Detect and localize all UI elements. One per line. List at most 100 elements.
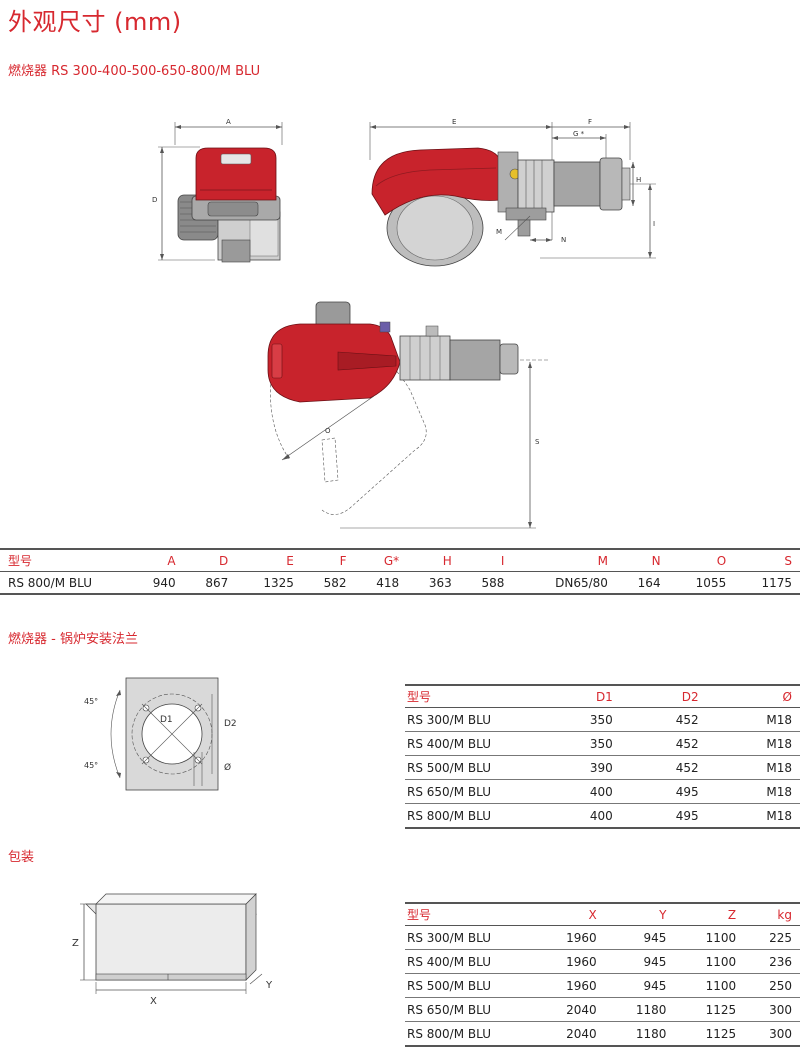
dim-label-d: D xyxy=(152,196,157,204)
cell: 1180 xyxy=(604,997,675,1022)
cell: 250 xyxy=(744,973,800,998)
cell: 452 xyxy=(620,707,707,732)
col-s: S xyxy=(734,548,800,572)
cell: 400 xyxy=(535,803,621,829)
page-title: 外观尺寸 (mm) xyxy=(8,8,182,36)
dim-label-a: A xyxy=(226,118,231,126)
dimensions-table-header: 型号 A D E F G* H I M N O S xyxy=(0,548,800,572)
cell: 1125 xyxy=(674,1021,745,1047)
cell: 495 xyxy=(620,779,707,804)
cell: 945 xyxy=(604,949,675,974)
cell: RS 800/M BLU xyxy=(405,803,535,829)
cell: M18 xyxy=(706,755,800,780)
cell: 363 xyxy=(407,571,460,595)
dimensions-table: 型号 A D E F G* H I M N O S RS 800/M BLU 9… xyxy=(0,548,800,595)
flange-section-title: 燃烧器 - 锅炉安装法兰 xyxy=(8,632,138,647)
pack-label-y: Y xyxy=(265,980,273,991)
cell: 1100 xyxy=(674,925,745,950)
cell: 940 xyxy=(131,571,184,595)
dim-label-f: F xyxy=(588,118,592,126)
cell: 225 xyxy=(744,925,800,950)
dim-label-n: N xyxy=(561,236,566,244)
cell: RS 500/M BLU xyxy=(405,755,535,780)
cell: 945 xyxy=(604,925,675,950)
cell: 236 xyxy=(744,949,800,974)
col-d: D xyxy=(183,548,237,572)
pack-label-z: Z xyxy=(72,938,79,949)
dim-label-s: S xyxy=(535,438,540,446)
cell: M18 xyxy=(706,779,800,804)
cell: 588 xyxy=(459,571,513,595)
col-x: X xyxy=(535,902,605,926)
cell: RS 650/M BLU xyxy=(405,779,535,804)
col-i: I xyxy=(459,548,513,572)
cell: RS 650/M BLU xyxy=(405,997,535,1022)
cell: 418 xyxy=(354,571,408,595)
pack-label-x: X xyxy=(150,996,157,1007)
flange-angle-bottom: 45° xyxy=(84,761,98,770)
col-y: Y xyxy=(604,902,675,926)
cell: 390 xyxy=(535,755,621,780)
cell: 1100 xyxy=(674,973,745,998)
flange-angle-top: 45° xyxy=(84,697,98,706)
col-m: M xyxy=(512,548,616,572)
flange-label-d2: D2 xyxy=(224,719,237,729)
cell: 300 xyxy=(744,1021,800,1047)
cell: 1960 xyxy=(535,973,605,998)
flange-label-d1: D1 xyxy=(160,715,173,725)
dim-label-m: M xyxy=(496,228,502,236)
cell: DN65/80 xyxy=(512,571,616,595)
cell: 452 xyxy=(620,731,707,756)
packaging-diagram: Z X Y xyxy=(72,893,273,1007)
flange-diagram: 45° 45° D1 D2 Ø xyxy=(84,677,237,791)
dim-label-o: O xyxy=(325,427,331,435)
cell: 400 xyxy=(535,779,621,804)
col-g: G* xyxy=(354,548,408,572)
cell: 495 xyxy=(620,803,707,829)
cell: RS 300/M BLU xyxy=(405,707,535,732)
burner-side-view: E F G * H xyxy=(369,118,656,267)
col-kg: kg xyxy=(744,902,800,926)
col-e: E xyxy=(236,548,302,572)
cell: 1125 xyxy=(674,997,745,1022)
cell: RS 400/M BLU xyxy=(405,949,535,974)
burner-front-view: A D xyxy=(152,118,283,263)
cell: RS 800/M BLU xyxy=(0,571,131,595)
dim-label-h: H xyxy=(636,176,641,184)
cell: 452 xyxy=(620,755,707,780)
col-z: Z xyxy=(674,902,745,926)
cell: 2040 xyxy=(535,1021,605,1047)
col-d2: D2 xyxy=(620,684,707,708)
cell: RS 800/M BLU xyxy=(405,1021,535,1047)
flange-label-phi: Ø xyxy=(224,762,231,773)
cell: M18 xyxy=(706,803,800,829)
cell: RS 300/M BLU xyxy=(405,925,535,950)
cell: 945 xyxy=(604,973,675,998)
col-a: A xyxy=(131,548,184,572)
col-f: F xyxy=(301,548,355,572)
packaging-table-header: 型号 X Y Z kg xyxy=(405,902,800,926)
cell: 1325 xyxy=(236,571,302,595)
cell: 1960 xyxy=(535,925,605,950)
burner-top-view: O S xyxy=(267,301,548,529)
dim-label-g: G * xyxy=(573,130,585,138)
cell: M18 xyxy=(706,707,800,732)
cell: 1180 xyxy=(604,1021,675,1047)
col-h: H xyxy=(407,548,460,572)
col-model: 型号 xyxy=(405,902,535,926)
cell: 350 xyxy=(535,731,621,756)
col-phi: Ø xyxy=(706,684,800,708)
cell: 164 xyxy=(615,571,669,595)
cell: M18 xyxy=(706,731,800,756)
cell: 350 xyxy=(535,707,621,732)
